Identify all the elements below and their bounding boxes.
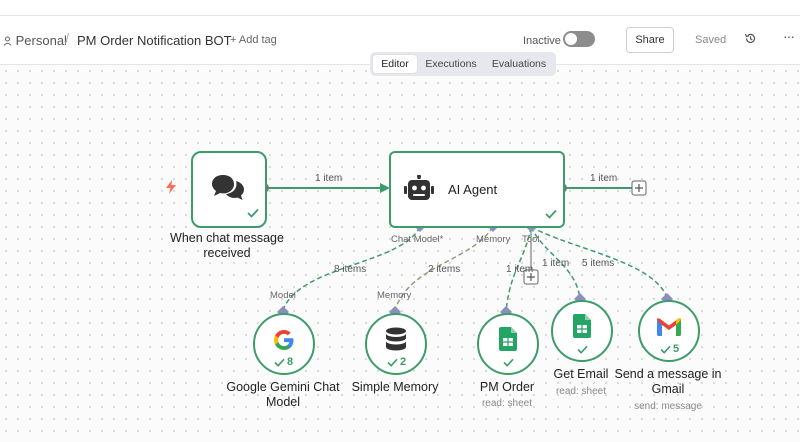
- tab-executions[interactable]: Executions: [425, 58, 477, 70]
- node-pm-order[interactable]: [477, 313, 539, 375]
- port-label-chat-model: Chat Model*: [391, 234, 444, 245]
- history-icon[interactable]: [744, 32, 757, 45]
- memory-count: 2: [400, 356, 407, 368]
- edge-label-model: 8 items: [334, 264, 367, 275]
- toggle-knob: [565, 33, 577, 45]
- gmail-label: Send a message in Gmail: [614, 367, 722, 396]
- edge-label-get-email: 1 item: [542, 258, 570, 269]
- pm-order-label: PM Order: [479, 380, 535, 394]
- breadcrumb-project[interactable]: Personal: [3, 33, 67, 48]
- status-label: Inactive: [523, 35, 561, 47]
- workflow-canvas[interactable]: [0, 65, 800, 442]
- edge-label-trigger: 1 item: [315, 173, 343, 184]
- success-check-icon: [660, 345, 671, 354]
- gmail-sub: send: message: [634, 401, 702, 412]
- node-get-email[interactable]: [551, 300, 613, 362]
- edge-chat-model[interactable]: [282, 226, 421, 311]
- success-check-icon: [274, 358, 285, 367]
- saved-status: Saved: [695, 34, 727, 46]
- share-button[interactable]: Share: [626, 27, 674, 53]
- trigger-bolt-icon: [166, 180, 176, 194]
- node-gmail[interactable]: 5: [638, 300, 700, 362]
- success-check-icon: [247, 208, 259, 218]
- port-label-memory: Memory: [476, 234, 511, 245]
- get-email-label: Get Email: [553, 367, 609, 381]
- add-node-after-agent[interactable]: [631, 180, 647, 196]
- add-tool-button[interactable]: [523, 269, 539, 285]
- gemini-label: Google Gemini Chat Model: [226, 380, 340, 409]
- user-icon: [3, 36, 12, 46]
- port-label-tool: Tool: [522, 234, 540, 245]
- port-label-model: Model: [270, 290, 296, 301]
- edge-label-pm-order: 1 item: [506, 264, 534, 275]
- robot-icon: [404, 175, 434, 200]
- agent-label: AI Agent: [448, 182, 498, 197]
- view-tabs: Editor Executions Evaluations: [370, 52, 556, 76]
- edge-tool-pm-order[interactable]: [505, 226, 532, 313]
- edge-memory[interactable]: [394, 226, 494, 311]
- trigger-label: When chat message received: [170, 231, 284, 260]
- node-gemini-model[interactable]: 8: [253, 313, 315, 375]
- gmail-count: 5: [673, 343, 680, 355]
- browser-top-strip: [0, 0, 800, 16]
- node-chat-trigger[interactable]: [191, 151, 267, 228]
- add-tag-button[interactable]: + Add tag: [230, 34, 277, 46]
- tab-evaluations[interactable]: Evaluations: [491, 58, 547, 70]
- chat-icon: [212, 175, 244, 200]
- success-check-icon: [387, 358, 398, 367]
- active-toggle[interactable]: [563, 31, 595, 47]
- google-sheets-icon: [573, 314, 591, 338]
- tab-editor[interactable]: Editor: [373, 55, 417, 73]
- success-check-icon: [503, 358, 514, 367]
- edge-label-memory: 2 items: [428, 264, 461, 275]
- get-email-sub: read: sheet: [555, 386, 607, 397]
- project-name: Personal: [15, 33, 67, 48]
- breadcrumb-separator: /: [65, 31, 70, 48]
- port-label-memory-in: Memory: [377, 290, 412, 301]
- edge-arrow: [380, 183, 390, 193]
- more-menu-button[interactable]: ···: [783, 28, 795, 44]
- edge-tool-gmail[interactable]: [530, 226, 668, 299]
- success-check-icon: [545, 209, 557, 219]
- node-simple-memory[interactable]: 2: [365, 313, 427, 375]
- google-icon: [274, 330, 294, 350]
- gmail-icon: [657, 318, 681, 336]
- edge-tool-get-email[interactable]: [530, 226, 581, 299]
- edge-label-agent-out: 1 item: [590, 173, 618, 184]
- memory-label: Simple Memory: [351, 380, 439, 394]
- pm-order-sub: read: sheet: [481, 398, 533, 409]
- edge-label-gmail: 5 items: [582, 258, 615, 269]
- success-check-icon: [577, 345, 588, 354]
- database-icon: [386, 327, 406, 351]
- gemini-count: 8: [287, 356, 294, 368]
- workflow-name[interactable]: PM Order Notification BOT: [77, 33, 232, 48]
- node-ai-agent[interactable]: AI Agent: [389, 151, 565, 228]
- google-sheets-icon: [499, 327, 517, 351]
